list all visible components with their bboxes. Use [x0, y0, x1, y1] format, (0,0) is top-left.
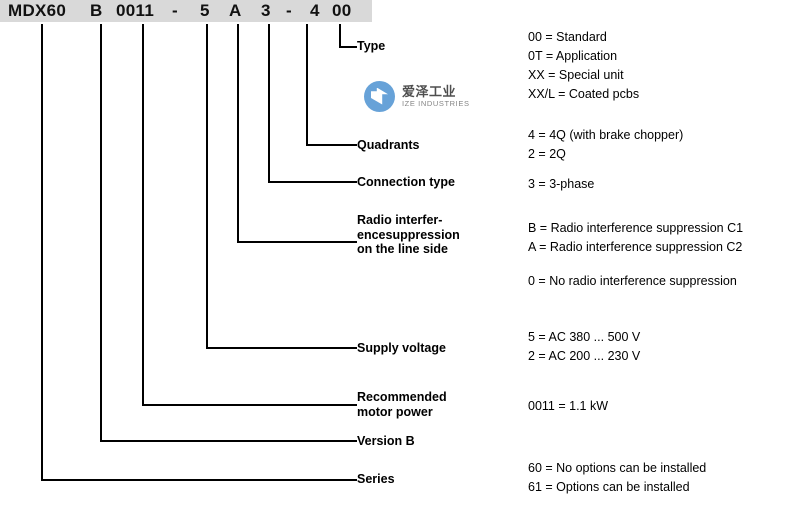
- label-series: Series: [357, 472, 395, 486]
- legend-radio-interference: B = Radio interference suppression C1 A …: [528, 221, 744, 254]
- code-segment-rfi: A: [229, 1, 242, 20]
- label-connection-type: Connection type: [357, 175, 455, 189]
- code-separator-1: -: [172, 1, 178, 20]
- code-segment-motor-power: 0011: [116, 1, 155, 20]
- code-segment-voltage: 5: [200, 1, 210, 20]
- legend-series: 60 = No options can be installed 61 = Op…: [528, 461, 707, 494]
- ize-logo-icon: [364, 80, 395, 112]
- connector-type-horizontal: [339, 46, 357, 48]
- legend-type: 00 = Standard 0T = Application XX = Spec…: [528, 30, 640, 101]
- code-segment-type: 00: [332, 1, 352, 20]
- label-version: Version B: [357, 434, 415, 448]
- connector-version-horizontal: [100, 440, 357, 442]
- legend-supply-voltage: 5 = AC 380 ... 500 V 2 = AC 200 ... 230 …: [528, 330, 641, 363]
- connector-voltage-horizontal: [206, 347, 357, 349]
- connector-type-vertical: [339, 24, 341, 48]
- connector-rfi-vertical: [237, 24, 239, 242]
- connector-connection-vertical: [268, 24, 270, 182]
- connector-voltage-vertical: [206, 24, 208, 349]
- connector-quadrants-horizontal: [306, 144, 357, 146]
- watermark-name-cn: 爱泽工业: [402, 83, 457, 99]
- code-segment-series: MDX60: [8, 1, 67, 20]
- connector-motor-power-vertical: [142, 24, 144, 406]
- code-segment-quadrants: 4: [310, 1, 320, 20]
- legend-connection-type: 3 = 3-phase: [528, 177, 595, 191]
- company-watermark: 爱泽工业 IZE INDUSTRIES: [364, 78, 484, 114]
- code-segment-version: B: [90, 1, 103, 20]
- label-motor-power: Recommended motor power: [357, 390, 447, 419]
- watermark-name-en: IZE INDUSTRIES: [402, 98, 470, 108]
- connector-rfi-horizontal: [237, 241, 357, 243]
- label-radio-interference: Radio interfer- encesuppression on the l…: [357, 213, 460, 256]
- connector-quadrants-vertical: [306, 24, 308, 145]
- connector-connection-horizontal: [268, 181, 357, 183]
- connector-series-horizontal: [41, 479, 357, 481]
- legend-quadrants: 4 = 4Q (with brake chopper) 2 = 2Q: [528, 128, 684, 161]
- watermark-text: 爱泽工业 IZE INDUSTRIES: [402, 83, 470, 108]
- connector-motor-power-horizontal: [142, 404, 357, 406]
- code-separator-2: -: [286, 1, 292, 20]
- connector-series-vertical: [41, 24, 43, 481]
- connector-version-vertical: [100, 24, 102, 442]
- label-type: Type: [357, 39, 386, 53]
- legend-motor-power: 0011 = 1.1 kW: [528, 399, 609, 413]
- label-supply-voltage: Supply voltage: [357, 341, 446, 355]
- legend-radio-interference-none: 0 = No radio interference suppression: [528, 274, 737, 288]
- label-quadrants: Quadrants: [357, 138, 420, 152]
- product-code-bar: MDX60 B 0011 - 5 A 3 - 4 00: [0, 0, 372, 22]
- code-segment-connection: 3: [261, 1, 271, 20]
